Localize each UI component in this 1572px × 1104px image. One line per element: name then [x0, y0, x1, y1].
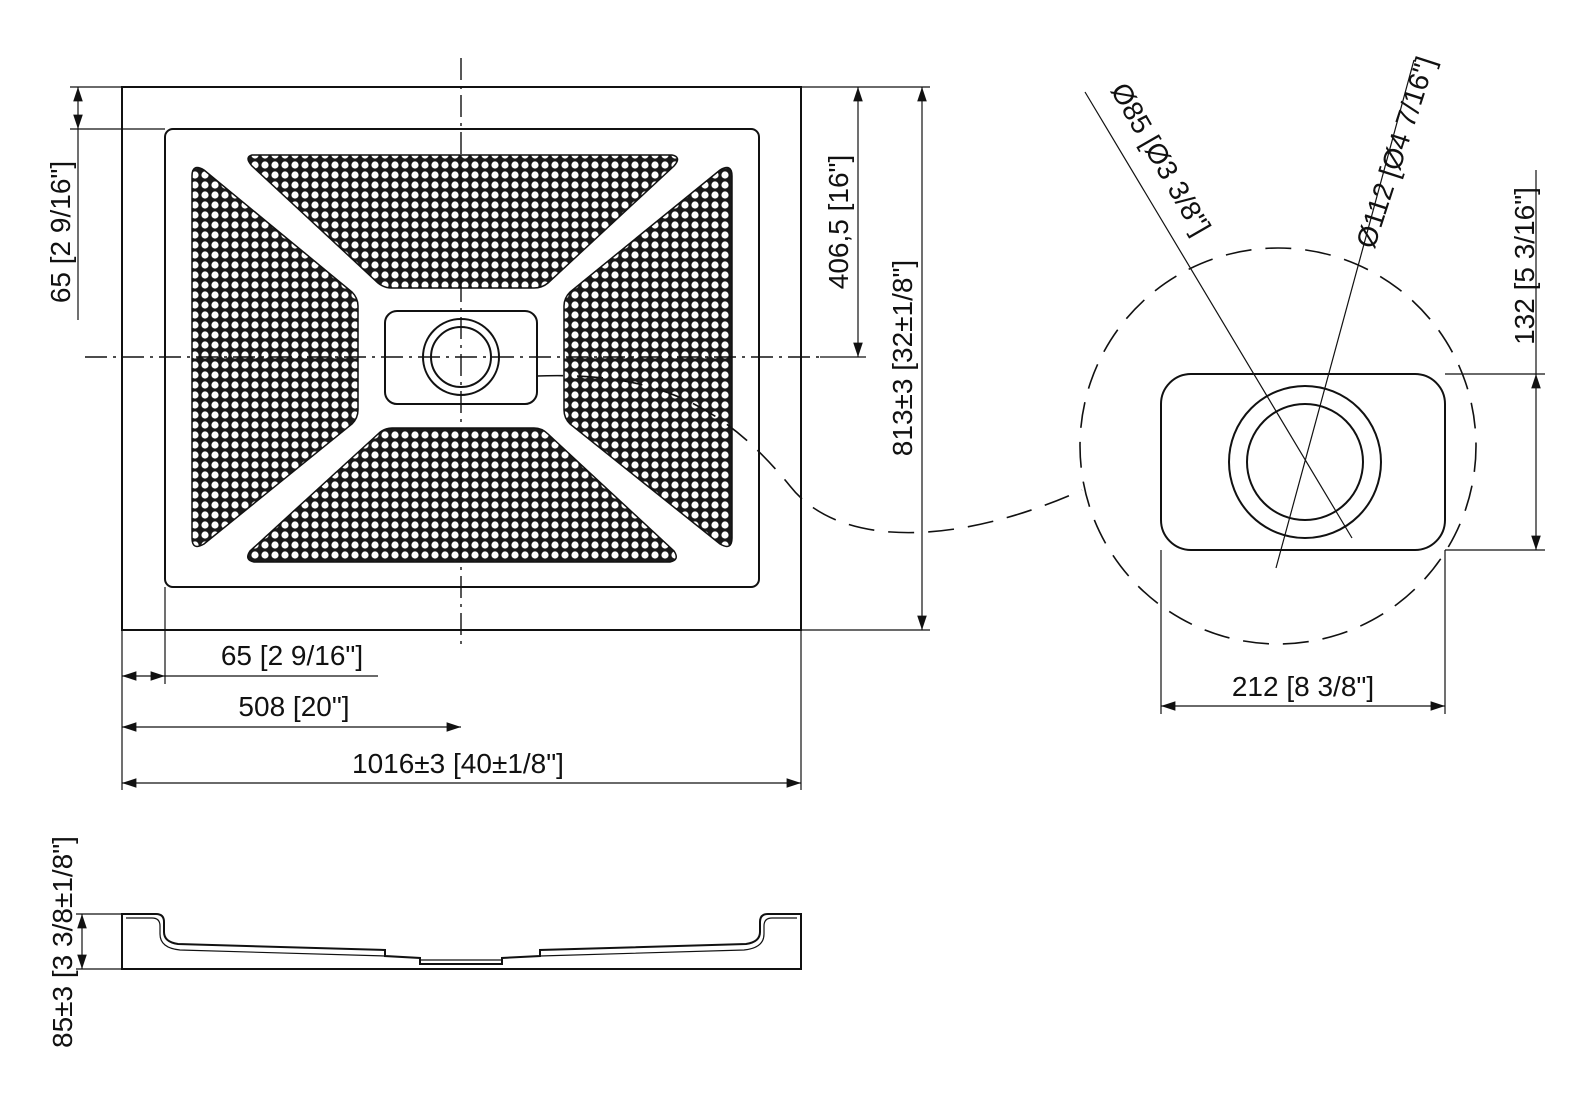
texture-panel-bottom — [247, 427, 677, 563]
label-half-depth: 406,5 [16"] — [823, 155, 854, 290]
dimension-frame-width: 65 [2 9/16"] — [121, 587, 378, 790]
label-inner-diameter: Ø85 [Ø3 3/8"] — [1105, 78, 1217, 241]
label-tray-height: 85±3 [3 3/8±1/8"] — [47, 836, 78, 1048]
texture-panel-top — [247, 154, 679, 289]
dimension-tray-height: 85±3 [3 3/8±1/8"] — [47, 836, 122, 1048]
label-total-depth: 813±3 [32±1/8"] — [887, 260, 918, 456]
label-total-width: 1016±3 [40±1/8"] — [352, 748, 564, 779]
side-profile-outer — [121, 913, 802, 970]
detail-drain-cover — [1160, 373, 1446, 551]
drain-detail-view: Ø112 [Ø4 7/16"] Ø85 [Ø3 3/8"] — [1079, 53, 1477, 645]
label-drain-width: 212 [8 3/8"] — [1232, 671, 1374, 702]
label-frame-width: 65 [2 9/16"] — [221, 640, 363, 671]
detail-leader-curve — [536, 374, 1083, 534]
dimension-total-depth: 813±3 [32±1/8"] — [801, 86, 930, 631]
label-half-width: 508 [20"] — [238, 691, 349, 722]
side-profile-inner — [126, 917, 797, 957]
label-frame-height: 65 [2 9/16"] — [45, 161, 76, 303]
dimension-half-width: 508 [20"] — [122, 691, 461, 732]
label-outer-diameter: Ø112 [Ø4 7/16"] — [1350, 53, 1441, 252]
tray-inner-rim — [164, 128, 760, 588]
detail-drain-outer-circle — [1228, 385, 1382, 539]
leader-outer-diameter — [1275, 59, 1415, 569]
detail-drain-inner-circle — [1246, 403, 1364, 521]
leader-inner-diameter — [1084, 91, 1353, 539]
dimension-frame-height: 65 [2 9/16"] — [45, 86, 165, 320]
dimension-half-depth: 406,5 [16"] — [801, 86, 866, 358]
dimension-drain-width: 212 [8 3/8"] — [1160, 550, 1446, 714]
dimension-drain-height: 132 [5 3/16"] — [1445, 170, 1545, 551]
top-view — [85, 58, 820, 648]
side-view — [121, 913, 802, 970]
dimension-total-width: 1016±3 [40±1/8"] — [122, 630, 802, 790]
detail-circle-boundary — [1079, 247, 1477, 645]
label-drain-height: 132 [5 3/16"] — [1509, 187, 1540, 345]
